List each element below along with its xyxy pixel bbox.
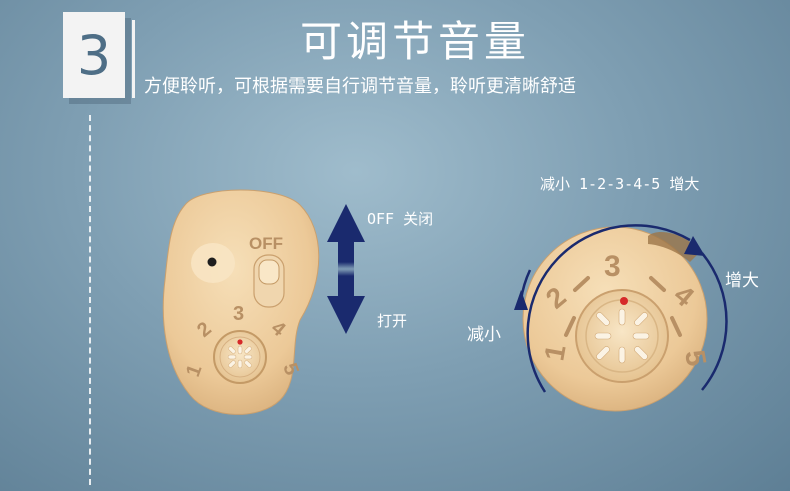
svg-text:1: 1 bbox=[538, 342, 571, 363]
dial-dot-icon bbox=[237, 339, 243, 345]
dial-closeup: 2 1 3 4 5 bbox=[522, 226, 712, 412]
page-title: 可调节音量 bbox=[299, 17, 530, 66]
dashed-divider bbox=[89, 115, 91, 485]
increase-label: 增大 bbox=[725, 271, 759, 291]
step-number: 3 bbox=[76, 23, 112, 87]
decrease-label: 减小 bbox=[467, 325, 501, 345]
svg-text:3: 3 bbox=[233, 303, 244, 325]
volume-knob bbox=[213, 330, 267, 384]
hearing-aid-front: OFF 2 1 3 4 5 bbox=[162, 189, 320, 415]
microphone-hole-icon bbox=[207, 257, 217, 267]
dial-scale-caption: 减小 1-2-3-4-5 增大 bbox=[540, 175, 700, 193]
dial-dot-large-icon bbox=[620, 297, 628, 305]
rotation-arrow-icon bbox=[526, 224, 728, 393]
off-caption: OFF 关闭 bbox=[367, 210, 434, 228]
up-down-arrow-icon bbox=[327, 204, 365, 334]
step-number-box: 3 bbox=[63, 12, 135, 98]
page-subtitle: 方便聆听，可根据需要自行调节音量，聆听更清晰舒适 bbox=[144, 76, 576, 97]
svg-text:5: 5 bbox=[679, 348, 712, 369]
on-caption: 打开 bbox=[377, 312, 408, 330]
off-switch-toggle bbox=[258, 259, 280, 285]
svg-text:3: 3 bbox=[604, 250, 621, 283]
switch-off-text: OFF bbox=[249, 234, 283, 253]
